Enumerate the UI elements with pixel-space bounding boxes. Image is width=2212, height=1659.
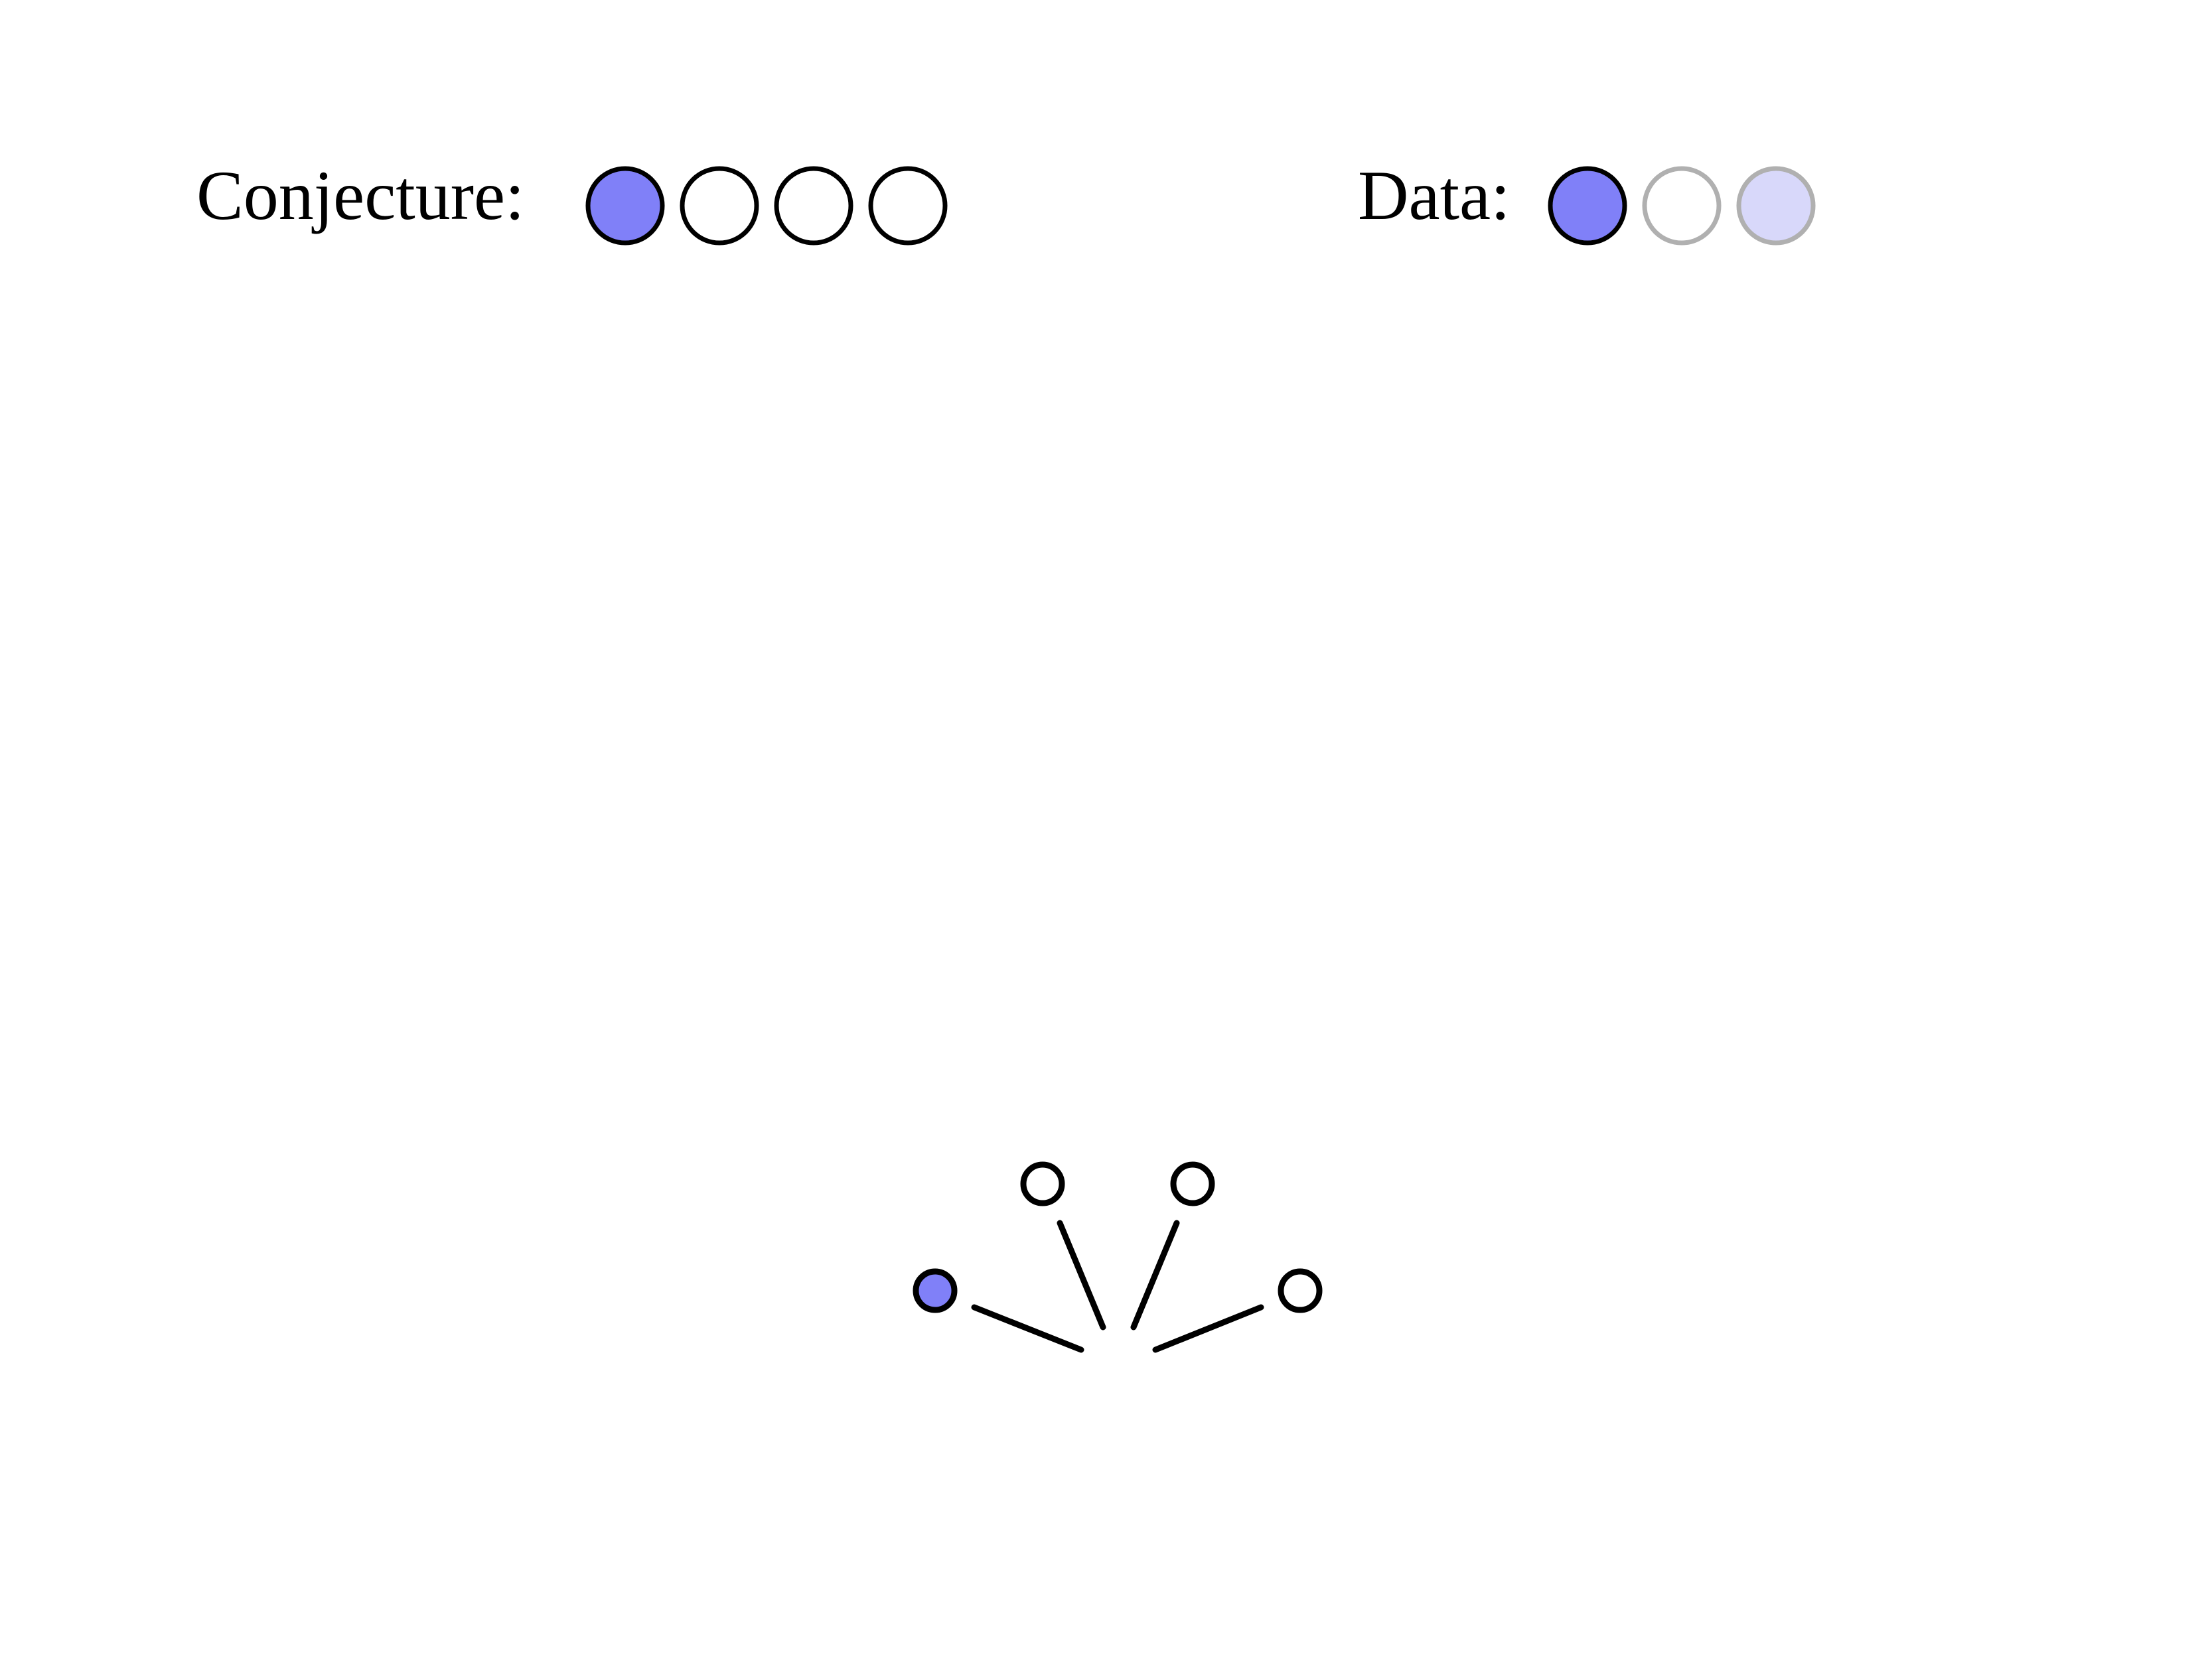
conjecture-circle-3 — [774, 166, 853, 246]
tree-leaves — [913, 1161, 1323, 1313]
tree-edge-1 — [971, 1304, 1084, 1353]
tree-edge-3 — [1130, 1220, 1180, 1331]
conjecture-circle-2 — [680, 166, 759, 246]
tree-leaf-1 — [913, 1268, 958, 1313]
tree-edge-2 — [1057, 1220, 1106, 1331]
tree-leaf-4 — [1278, 1268, 1323, 1313]
data-circle-2 — [1642, 166, 1722, 246]
data-circles — [1548, 166, 1816, 246]
tree-leaf-2 — [1020, 1161, 1065, 1206]
data-circle-3 — [1736, 166, 1816, 246]
tree-edge-4 — [1152, 1304, 1264, 1353]
tree-edges — [971, 1220, 1264, 1353]
data-label: Data: — [1358, 157, 1511, 234]
tree-diagram — [913, 1161, 1323, 1353]
conjecture-circles — [585, 166, 948, 246]
data-circle-1 — [1548, 166, 1627, 246]
conjecture-circle-1 — [585, 166, 665, 246]
conjecture-circle-4 — [868, 166, 948, 246]
conjecture-label: Conjecture: — [196, 157, 525, 234]
tree-leaf-3 — [1170, 1161, 1215, 1206]
